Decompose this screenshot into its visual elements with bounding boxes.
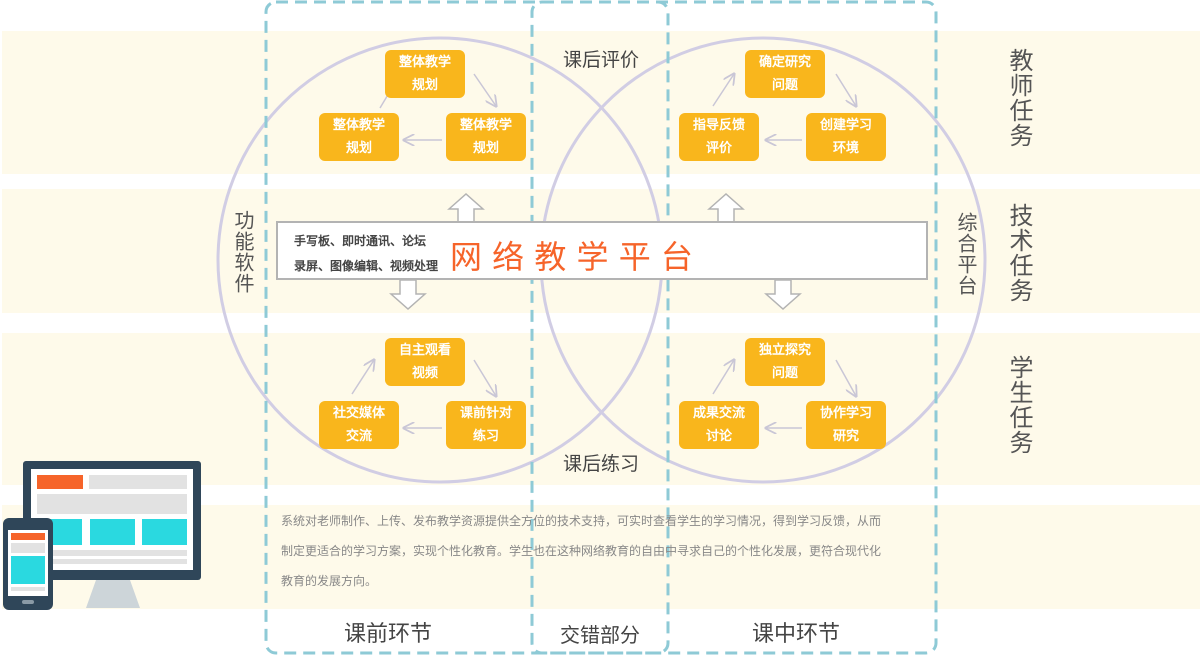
mid-phase-frame <box>530 0 938 655</box>
platform-title: 网 络 教 学 平 台 <box>450 238 693 276</box>
band-teacher <box>2 31 1200 174</box>
teacher-left-right-box: 整体教学规划 <box>446 113 526 161</box>
student-left-right-box: 课前针对练习 <box>446 401 526 449</box>
row-label-student: 学生任务 <box>1005 355 1033 455</box>
teacher-right-left-box: 指导反馈评价 <box>679 113 759 161</box>
teacher-right-right-box: 创建学习环境 <box>806 113 886 161</box>
software-label: 功能软件 <box>231 210 255 294</box>
student-left-left-box: 社交媒体交流 <box>319 401 399 449</box>
description-line-3: 教育的发展方向。 <box>281 574 378 588</box>
student-right-right-box: 协作学习研究 <box>806 401 886 449</box>
description: 系统对老师制作、上传、发布教学资源提供全方位的技术支持，可实时查看学生的学习情况… <box>281 506 927 596</box>
band-student <box>2 333 1200 485</box>
teacher-left-left-box: 整体教学规划 <box>319 113 399 161</box>
after-class-practice: 课后练习 <box>563 453 640 475</box>
student-right-top-box: 独立探究问题 <box>745 338 825 386</box>
monitor-stand <box>86 580 140 608</box>
up-arrow-left <box>447 192 485 223</box>
platform-bar: 手写板、即时通讯、论坛 录屏、图像编辑、视频处理 网 络 教 学 平 台 <box>276 221 928 280</box>
tools-line-2: 录屏、图像编辑、视频处理 <box>294 259 439 273</box>
pre-phase-frame <box>264 0 670 655</box>
row-label-teacher: 教师任务 <box>1005 48 1033 148</box>
down-arrow-left <box>389 279 427 311</box>
after-class-evaluation: 课后评价 <box>563 49 640 71</box>
in-class-label: 课中环节 <box>752 622 841 647</box>
platform-side-label: 综合平台 <box>954 212 978 296</box>
student-right-left-box: 成果交流讨论 <box>679 401 759 449</box>
band-description <box>2 505 1200 609</box>
pre-class-label: 课前环节 <box>344 622 433 647</box>
up-arrow-right <box>707 192 745 223</box>
description-line-1: 系统对老师制作、上传、发布教学资源提供全方位的技术支持，可实时查看学生的学习情况… <box>281 514 882 528</box>
tools-line-1: 手写板、即时通讯、论坛 <box>294 234 427 248</box>
devices-illustration <box>3 461 201 610</box>
student-left-top-box: 自主观看视频 <box>385 338 465 386</box>
teacher-right-top-box: 确定研究问题 <box>745 50 825 98</box>
overlap-label: 交错部分 <box>560 623 640 647</box>
description-line-2: 制定更适合的学习方案，实现个性化教育。学生也在这种网络教育的自由中寻求自己的个性… <box>281 544 882 558</box>
row-label-tech: 技术任务 <box>1005 203 1033 303</box>
teacher-left-top-box: 整体教学规划 <box>385 50 465 98</box>
down-arrow-right <box>764 279 802 311</box>
